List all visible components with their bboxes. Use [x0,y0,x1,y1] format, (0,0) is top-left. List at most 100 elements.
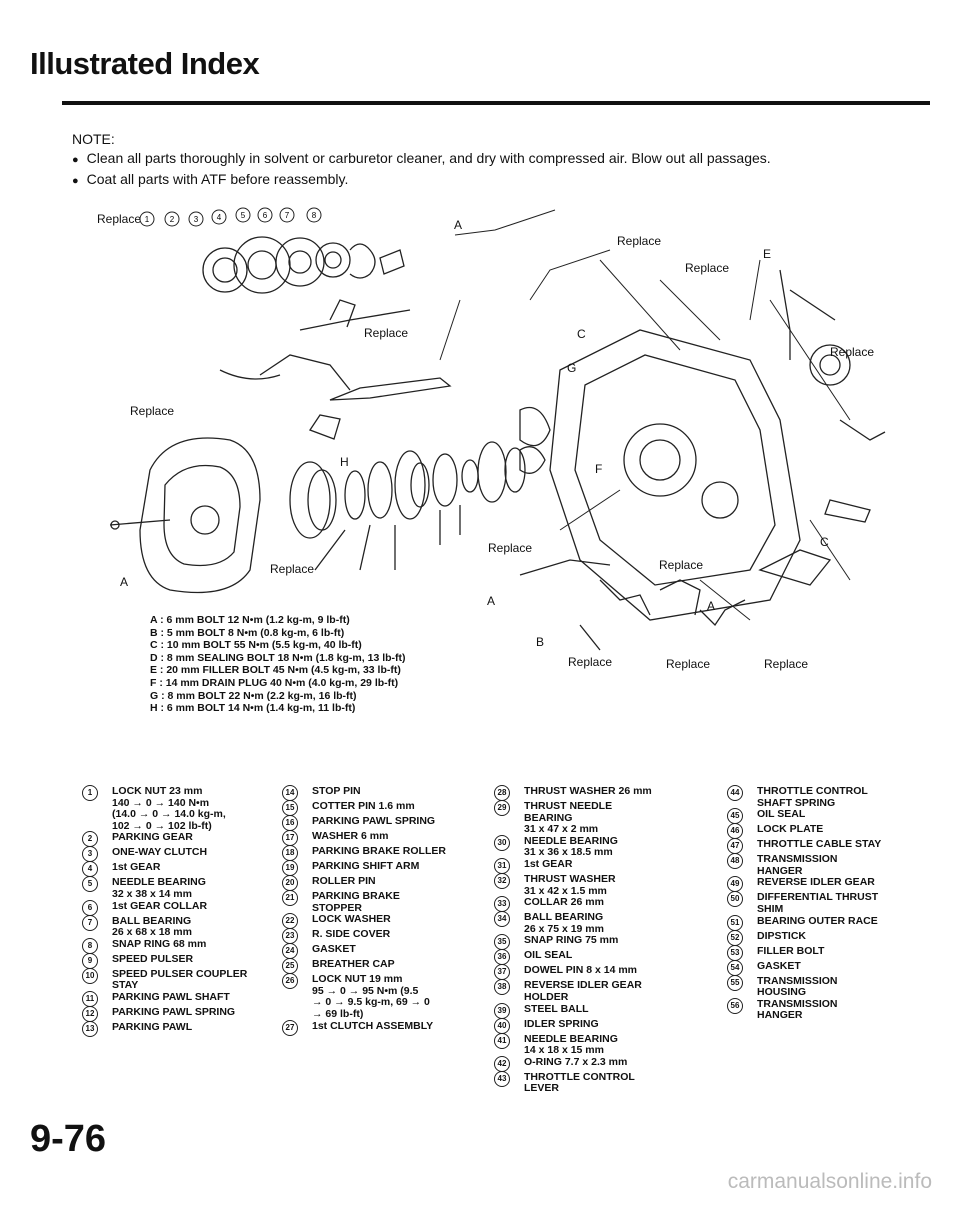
legend-item: 41 NEEDLE BEARING 14 x 18 x 15 mm [494,1032,724,1057]
part-name: 1st GEAR COLLAR [112,899,208,912]
part-name: PARKING SHIFT ARM [312,860,420,872]
part-name: OIL SEAL [524,949,573,962]
torque-spec-c: C : 10 mm BOLT 55 N•m (5.5 kg-m, 40 lb-f… [150,639,362,652]
callout-number: 9 [82,952,98,969]
legend-item: 33 COLLAR 26 mm [494,896,724,913]
part-name: COTTER PIN 1.6 mm [312,800,415,812]
part-name: PARKING GEAR [112,831,193,844]
part-name: IDLER SPRING [524,1017,599,1030]
svg-text:3: 3 [194,215,199,224]
leader-lines [439,209,851,621]
replace-label-bottom-2: Replace [666,657,710,671]
part-name: REVERSE IDLER GEAR HOLDER [524,979,642,1003]
part-name: PARKING BRAKE STOPPER [312,890,400,914]
torque-spec-h: H : 6 mm BOLT 14 N•m (1.4 kg-m, 11 lb-ft… [150,702,356,715]
callout-number: 20 [282,875,298,891]
callout-number: 18 [282,845,298,861]
replace-label-lower-center: Replace [659,558,703,572]
callout-number: 51 [727,914,743,931]
part-name: NEEDLE BEARING 14 x 18 x 15 mm [524,1032,618,1057]
callout-number: 16 [282,815,298,831]
callout-number: 6 [82,899,98,916]
svg-text:5: 5 [241,211,246,220]
svg-text:4: 4 [217,213,222,222]
part-name: OIL SEAL [757,808,806,821]
torque-spec-g: G : 8 mm BOLT 22 N•m (2.2 kg-m, 16 lb-ft… [150,689,357,702]
part-name: 1st CLUTCH ASSEMBLY [312,1019,434,1032]
part-name: TRANSMISSION HOUSING [757,974,838,999]
callout-number: 47 [727,838,743,855]
part-name: PARKING PAWL SPRING [312,815,436,827]
replace-label-top-center: Replace [617,234,661,248]
part-name: PARKING PAWL SHAFT [112,990,230,1003]
part-name: 1st GEAR [112,861,161,874]
callout-number: 31 [494,857,510,874]
torque-specs: A : 6 mm BOLT 12 N•m (1.2 kg-m, 9 lb-ft)… [150,614,406,715]
note-block: NOTE: Clean all parts thoroughly in solv… [72,130,932,191]
part-name: LOCK NUT 19 mm 95 → 0 → 95 N•m (9.5 → 0 … [312,973,430,1020]
callout-number: 53 [727,944,743,961]
svg-text:6: 6 [263,211,268,220]
bolt-label-g: G [567,361,576,375]
callout-2: 2 [164,211,180,227]
replace-label-bottom-1: Replace [568,655,612,669]
bolt-label-f: F [595,462,602,476]
callout-number: 41 [494,1032,510,1049]
replace-label-top-right: Replace [685,261,729,275]
part-name: COLLAR 26 mm [524,896,604,909]
replace-label-bottom-center: Replace [488,541,532,555]
part-name: THROTTLE CONTROL SHAFT SPRING [757,785,868,809]
callout-3: 3 [188,211,204,227]
callout-number: 38 [494,979,510,996]
replace-label-right: Replace [830,345,874,359]
legend-item: 16 PARKING PAWL SPRING [282,815,492,831]
callout-number: 36 [494,949,510,966]
page-number: 9-76 [30,1118,107,1160]
callout-number: 45 [727,808,743,825]
part-name: PARKING PAWL SPRING [112,1005,236,1018]
callout-number: 12 [82,1005,98,1022]
callout-number: 3 [82,846,98,863]
callout-number: 7 [82,914,98,931]
torque-spec-f: F : 14 mm DRAIN PLUG 40 N•m (4.0 kg-m, 2… [150,676,399,689]
callout-number: 33 [494,896,510,913]
part-name: STEEL BALL [524,1002,589,1015]
callout-number: 42 [494,1055,510,1072]
callout-number: 4 [82,861,98,878]
legend-item: 38 REVERSE IDLER GEAR HOLDER [494,979,724,1003]
part-name: R. SIDE COVER [312,928,391,941]
legend-item: 15 COTTER PIN 1.6 mm [282,800,492,816]
callout-number: 56 [727,997,743,1014]
torque-spec-d: D : 8 mm SEALING BOLT 18 N•m (1.8 kg-m, … [150,651,406,664]
part-name: SPEED PULSER COUPLER STAY [112,967,248,992]
bolt-label-b: B [536,635,544,649]
svg-text:1: 1 [145,215,150,224]
callout-number: 40 [494,1017,510,1034]
legend-item: 4 1st GEAR [82,861,282,878]
note-bullet-atf: Coat all parts with ATF before reassembl… [72,170,932,191]
callout-number: 15 [282,800,298,816]
callout-8: 8 [306,207,322,223]
